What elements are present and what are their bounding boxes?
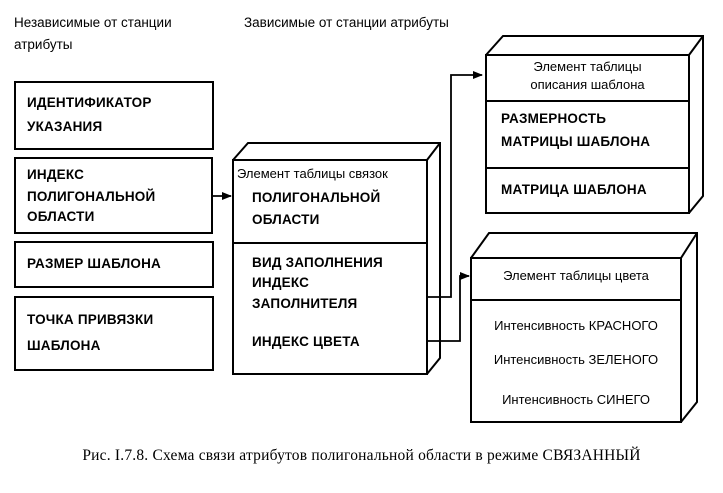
identifier-label-line-1: ИДЕНТИФИКАТОР	[27, 95, 152, 110]
pattern-table-element: Элемент таблицы описания шаблона РАЗМЕРН…	[485, 54, 690, 214]
polygon-index-label-line-1: ИНДЕКС	[27, 167, 85, 182]
color-table-element: Элемент таблицы цвета Интенсивность КРАС…	[470, 257, 682, 423]
pattern-divider-1	[487, 100, 688, 102]
identifier-label-line-2: УКАЗАНИЯ	[27, 119, 103, 134]
polygon-index-box: ИНДЕКС ПОЛИГОНАЛЬНОЙ ОБЛАСТИ	[14, 157, 213, 234]
arrow-color-index-to-color-table	[412, 272, 470, 342]
bundle-table-header: Элемент таблицы связок	[237, 166, 388, 181]
independent-attributes-heading: Независимые от станции атрибуты	[14, 14, 172, 53]
pattern-anchor-label-line-2: ШАБЛОНА	[27, 338, 101, 353]
independent-heading-line-2: атрибуты	[14, 37, 73, 52]
polygon-index-label-line-3: ОБЛАСТИ	[27, 209, 95, 224]
bundle-field-fill-style: ВИД ЗАПОЛНЕНИЯ	[252, 255, 383, 270]
pattern-anchor-label-line-1: ТОЧКА ПРИВЯЗКИ	[27, 312, 154, 327]
color-field-red: Интенсивность КРАСНОГО	[494, 318, 658, 333]
arrow-fill-index-to-pattern	[412, 71, 483, 298]
bundle-key-line-2: ОБЛАСТИ	[252, 212, 320, 227]
pattern-table-header-line-2: описания шаблона	[530, 77, 645, 92]
pattern-table-header-line-1: Элемент таблицы	[533, 59, 642, 74]
identifier-box: ИДЕНТИФИКАТОР УКАЗАНИЯ	[14, 81, 214, 150]
pattern-divider-2	[487, 167, 688, 169]
color-table-depth	[470, 232, 698, 423]
color-field-blue: Интенсивность СИНЕГО	[502, 392, 650, 407]
color-divider	[472, 299, 680, 301]
pattern-size-field-line-2: МАТРИЦЫ ШАБЛОНА	[501, 134, 651, 149]
pattern-size-box: РАЗМЕР ШАБЛОНА	[14, 241, 214, 288]
independent-heading-line-1: Независимые от станции	[14, 15, 172, 30]
pattern-size-field-line-1: РАЗМЕРНОСТЬ	[501, 111, 607, 126]
color-table-header: Элемент таблицы цвета	[503, 268, 649, 283]
bundle-field-color-index: ИНДЕКС ЦВЕТА	[252, 334, 360, 349]
dependent-attributes-heading: Зависимые от станции атрибуты	[244, 15, 449, 30]
pattern-size-label: РАЗМЕР ШАБЛОНА	[27, 256, 161, 271]
figure-caption: Рис. I.7.8. Схема связи атрибутов полиго…	[82, 447, 641, 464]
pattern-matrix-field: МАТРИЦА ШАБЛОНА	[501, 182, 647, 197]
pattern-table-depth	[485, 35, 704, 214]
bundle-field-fill-index-1: ИНДЕКС	[252, 275, 310, 290]
pattern-anchor-box: ТОЧКА ПРИВЯЗКИ ШАБЛОНА	[14, 296, 214, 371]
bundle-key-line-1: ПОЛИГОНАЛЬНОЙ	[252, 190, 381, 205]
bundle-table-element: Элемент таблицы связок ПОЛИГОНАЛЬНОЙ ОБЛ…	[232, 159, 428, 375]
polygon-index-label-line-2: ПОЛИГОНАЛЬНОЙ	[27, 189, 156, 204]
bundle-table-depth	[232, 142, 441, 375]
bundle-divider	[234, 242, 426, 244]
bundle-field-fill-index-2: ЗАПОЛНИТЕЛЯ	[252, 296, 358, 311]
color-field-green: Интенсивность ЗЕЛЕНОГО	[493, 352, 659, 367]
